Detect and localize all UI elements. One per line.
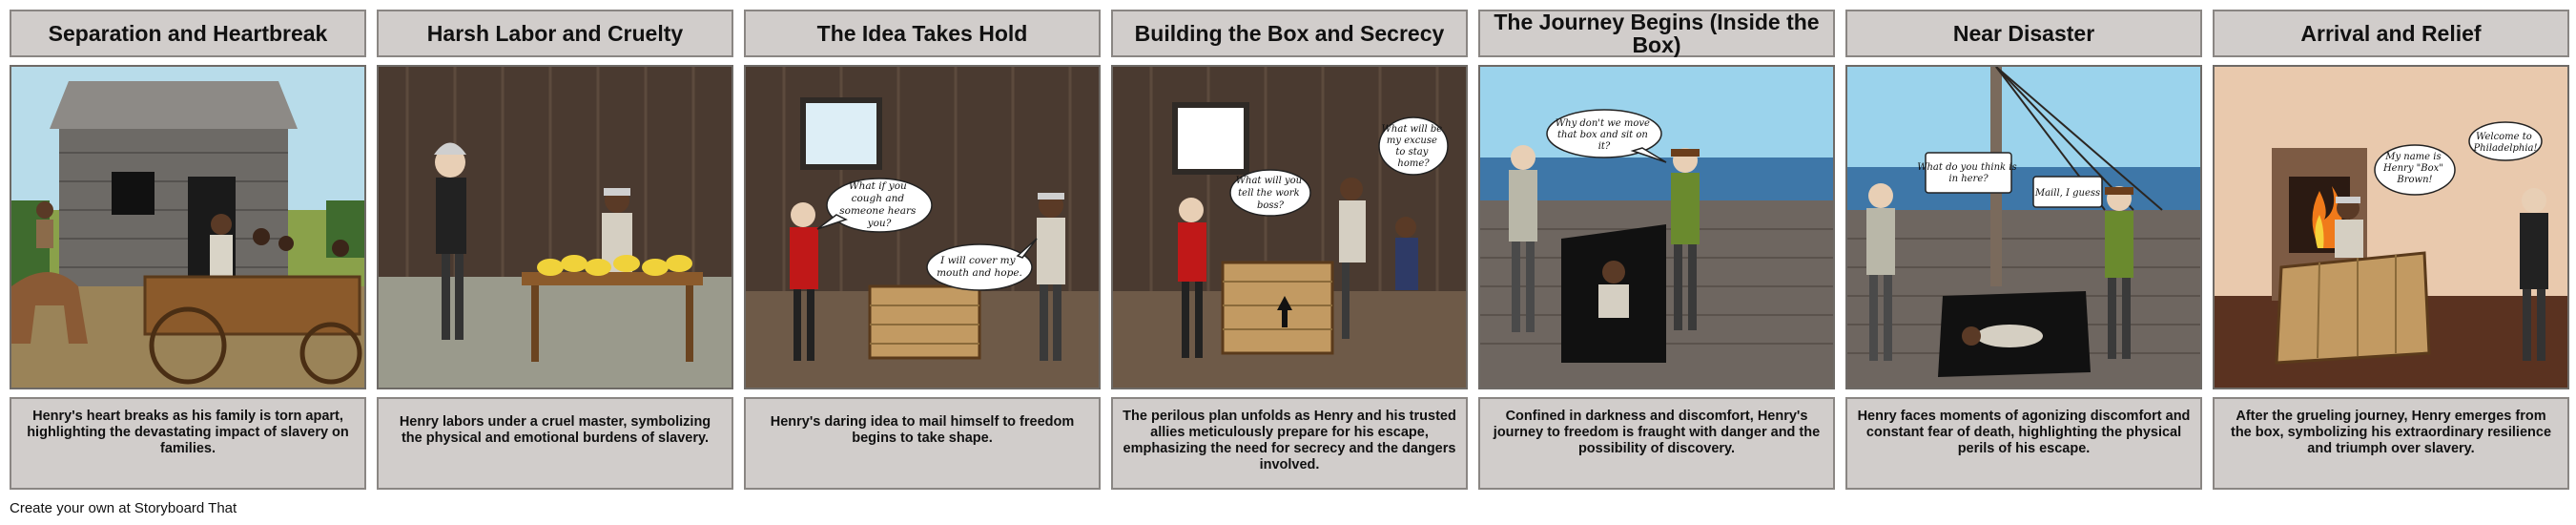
svg-text:My name is Henry "Bo: My name is Henry "Box" Brown! — [2382, 152, 2446, 185]
bubble-line: boss? — [1257, 200, 1285, 211]
cell-title: The Journey Begins (Inside the Box) — [1478, 10, 1835, 57]
scene-illustration: What will you tell the work boss? What w… — [1111, 65, 1468, 389]
bubble-line: My name is — [2384, 152, 2441, 162]
bubble-line: in here? — [1948, 174, 1989, 184]
bubble-line: Why don't we move — [1556, 118, 1650, 129]
bubble-line: someone hears — [839, 205, 917, 217]
cell-title: Separation and Heartbreak — [10, 10, 366, 57]
cell-caption: After the grueling journey, Henry emerge… — [2213, 397, 2569, 490]
bubble-line: you? — [867, 218, 892, 229]
scene-illustration: What do you think is in here? Maill, I g… — [1845, 65, 2202, 389]
cell-caption: Henry labors under a cruel master, symbo… — [377, 397, 733, 490]
bubble-line: cough and — [852, 193, 905, 204]
footer-credit: Create your own at Storyboard That — [10, 500, 237, 516]
scene-illustration — [10, 65, 366, 389]
svg-text:What will be my excu: What will be my excuse to stay home? — [1382, 124, 1446, 169]
bubble-line: Henry "Box" — [2382, 163, 2443, 174]
bubble-line: tell the work — [1238, 188, 1300, 199]
cell-title: Harsh Labor and Cruelty — [377, 10, 733, 57]
storyboard-cell-2: Harsh Labor and Cruelty — [377, 10, 733, 492]
svg-text:Why don't we move th: Why don't we move that box and sit on it… — [1556, 118, 1653, 152]
cell-title: Building the Box and Secrecy — [1111, 10, 1468, 57]
svg-text:I will cover my mout: I will cover my mouth and hope. — [937, 255, 1022, 279]
bubble-line: mouth and hope. — [937, 267, 1022, 279]
storyboard-cell-3: The Idea Takes Hold — [744, 10, 1101, 492]
scene-illustration — [377, 65, 733, 389]
storyboard-cell-6: Near Disaster — [1845, 10, 2202, 492]
bubble-line: Welcome to — [2476, 132, 2532, 142]
svg-text:What will you tell t: What will you tell the work boss? — [1236, 176, 1306, 211]
storyboard-cell-1: Separation and Heartbreak — [10, 10, 366, 492]
scene-illustration: Why don't we move that box and sit on it… — [1478, 65, 1835, 389]
bubble-line: Philadelphia! — [2472, 143, 2537, 154]
bubble-line: to stay — [1395, 147, 1428, 158]
cell-caption: Confined in darkness and discomfort, Hen… — [1478, 397, 1835, 490]
bubble-line: Maill, I guess — [2034, 188, 2100, 199]
storyboard-cell-7: Arrival and Relief — [2213, 10, 2569, 492]
svg-text:What do you think is: What do you think is in here? — [1917, 162, 2020, 184]
svg-text:What if you cough an: What if you cough and someone hears you? — [839, 180, 919, 229]
cell-title: The Idea Takes Hold — [744, 10, 1101, 57]
svg-text:Welcome to Philadelp: Welcome to Philadelphia! — [2472, 132, 2537, 154]
bubble-line: that box and sit on — [1557, 130, 1648, 140]
bubble-line: What do you think is — [1917, 162, 2016, 173]
bubble-line: I will cover my — [939, 255, 1017, 266]
bubble-line: my excuse — [1387, 136, 1437, 146]
bubble-line: What will be — [1382, 124, 1443, 135]
svg-text:Maill, I guess: Maill, I guess — [2034, 188, 2100, 199]
scene-illustration: What if you cough and someone hears you?… — [744, 65, 1101, 389]
storyboard-cell-4: Building the Box and Secrecy — [1111, 10, 1468, 492]
storyboard-cell-5: The Journey Begins (Inside the Box) — [1478, 10, 1835, 492]
bubble-line: What will you — [1236, 176, 1302, 186]
bubble-line: it? — [1598, 141, 1611, 152]
bubble-line: What if you — [849, 180, 907, 192]
cell-title: Arrival and Relief — [2213, 10, 2569, 57]
storyboard: Separation and Heartbreak — [10, 10, 2569, 492]
cell-caption: Henry faces moments of agonizing discomf… — [1845, 397, 2202, 490]
cell-caption: Henry's heart breaks as his family is to… — [10, 397, 366, 490]
scene-illustration: My name is Henry "Box" Brown! Welcome to… — [2213, 65, 2569, 389]
cell-caption: Henry's daring idea to mail himself to f… — [744, 397, 1101, 490]
bubble-line: Brown! — [2396, 175, 2432, 185]
cell-caption: The perilous plan unfolds as Henry and h… — [1111, 397, 1468, 490]
cell-title: Near Disaster — [1845, 10, 2202, 57]
bubble-line: home? — [1397, 158, 1430, 169]
